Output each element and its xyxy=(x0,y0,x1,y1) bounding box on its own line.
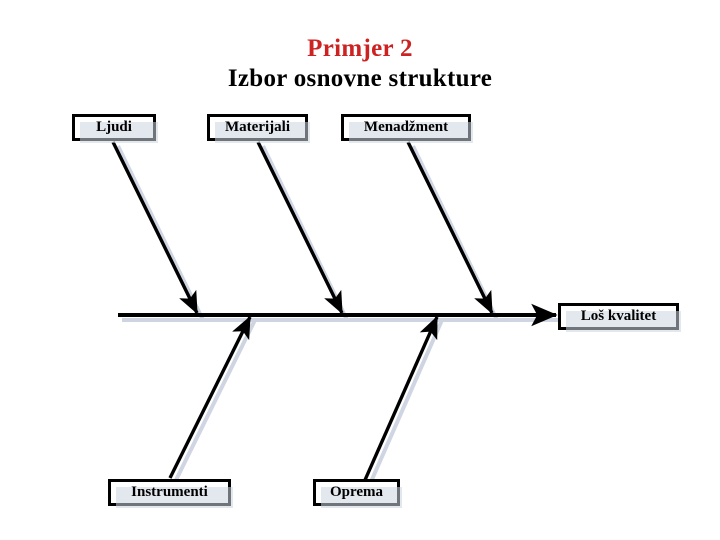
rib-instrumenti xyxy=(168,315,252,479)
cause-box-oprema[interactable]: Oprema xyxy=(313,479,402,508)
rib-oprema xyxy=(363,315,439,481)
cause-box-materijali[interactable]: Materijali xyxy=(207,114,310,143)
cause-label-materijali: Materijali xyxy=(225,119,290,135)
title-primary: Primjer 2 xyxy=(307,35,413,62)
effect-box-los-kvalitet[interactable]: Loš kvalitet xyxy=(558,303,681,332)
rib-materijali xyxy=(256,141,344,315)
rib-menadzment xyxy=(406,141,494,315)
cause-label-menadzment: Menadžment xyxy=(363,119,449,135)
cause-label-oprema: Oprema xyxy=(329,484,384,500)
cause-box-instrumenti[interactable]: Instrumenti xyxy=(108,479,233,508)
cause-label-ljudi: Ljudi xyxy=(96,119,132,135)
effect-label: Loš kvalitet xyxy=(580,308,657,324)
rib-ljudi xyxy=(111,141,199,315)
title-secondary: Izbor osnovne strukture xyxy=(227,64,493,92)
cause-box-ljudi[interactable]: Ljudi xyxy=(72,114,158,143)
page-title: Primjer 2 Izbor osnovne strukture xyxy=(0,34,720,93)
cause-label-instrumenti: Instrumenti xyxy=(131,484,208,500)
cause-box-menadzment[interactable]: Menadžment xyxy=(341,114,473,143)
